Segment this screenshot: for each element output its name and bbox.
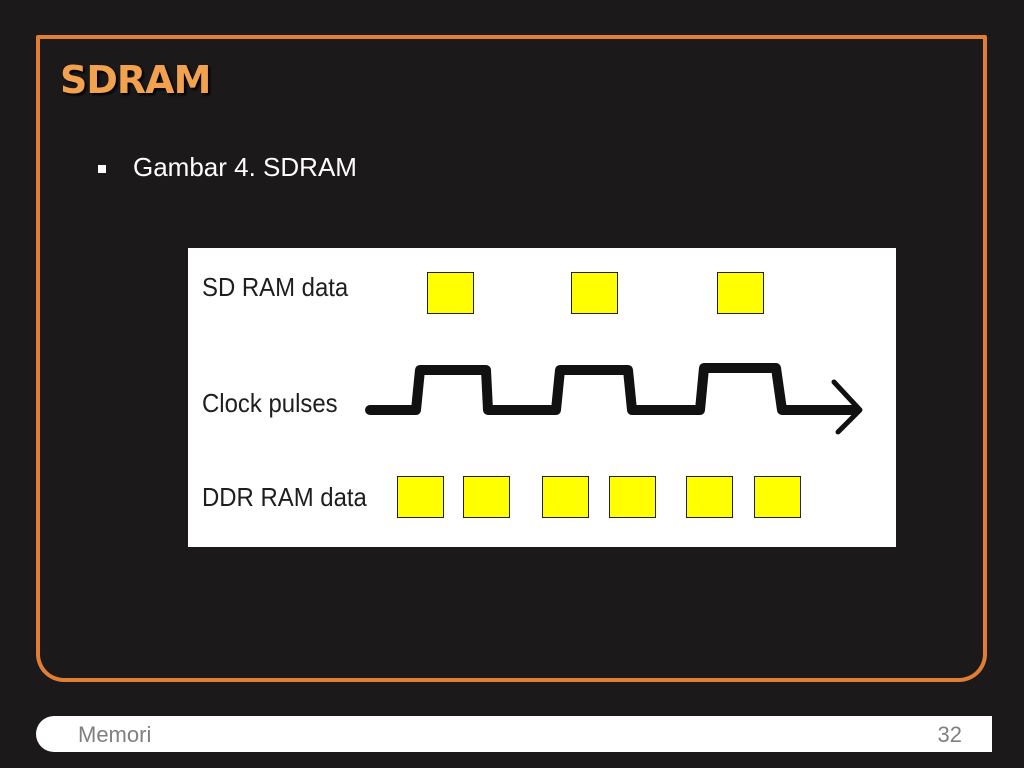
ddr-data-block [542,476,589,518]
clock-pulse-waveform [365,363,863,435]
arrow-head-icon [831,379,863,435]
ddr-data-label: DDR RAM data [202,482,367,512]
bullet-square-icon [98,164,106,173]
ddr-data-block [609,476,656,518]
page-number: 32 [937,722,962,747]
ddr-data-block [463,476,510,518]
footer-section: Memori [78,722,152,747]
sdram-data-block [427,272,474,314]
sdram-data-block [571,272,618,314]
ddr-data-block [754,476,801,518]
sdram-data-block [717,272,764,314]
clock-pulses-label: Clock pulses [202,388,338,418]
ddr-data-block [397,476,444,518]
bullet-item: Gambar 4. SDRAM [98,152,357,183]
slide-footer: Memori 32 [36,716,992,752]
bullet-text: Gambar 4. SDRAM [133,152,357,182]
sdram-data-label: SD RAM data [202,272,349,302]
sdram-figure: SD RAM data Clock pulses DDR RAM data [188,248,896,547]
ddr-data-block [686,476,733,518]
slide-title: SDRAM [60,58,211,102]
